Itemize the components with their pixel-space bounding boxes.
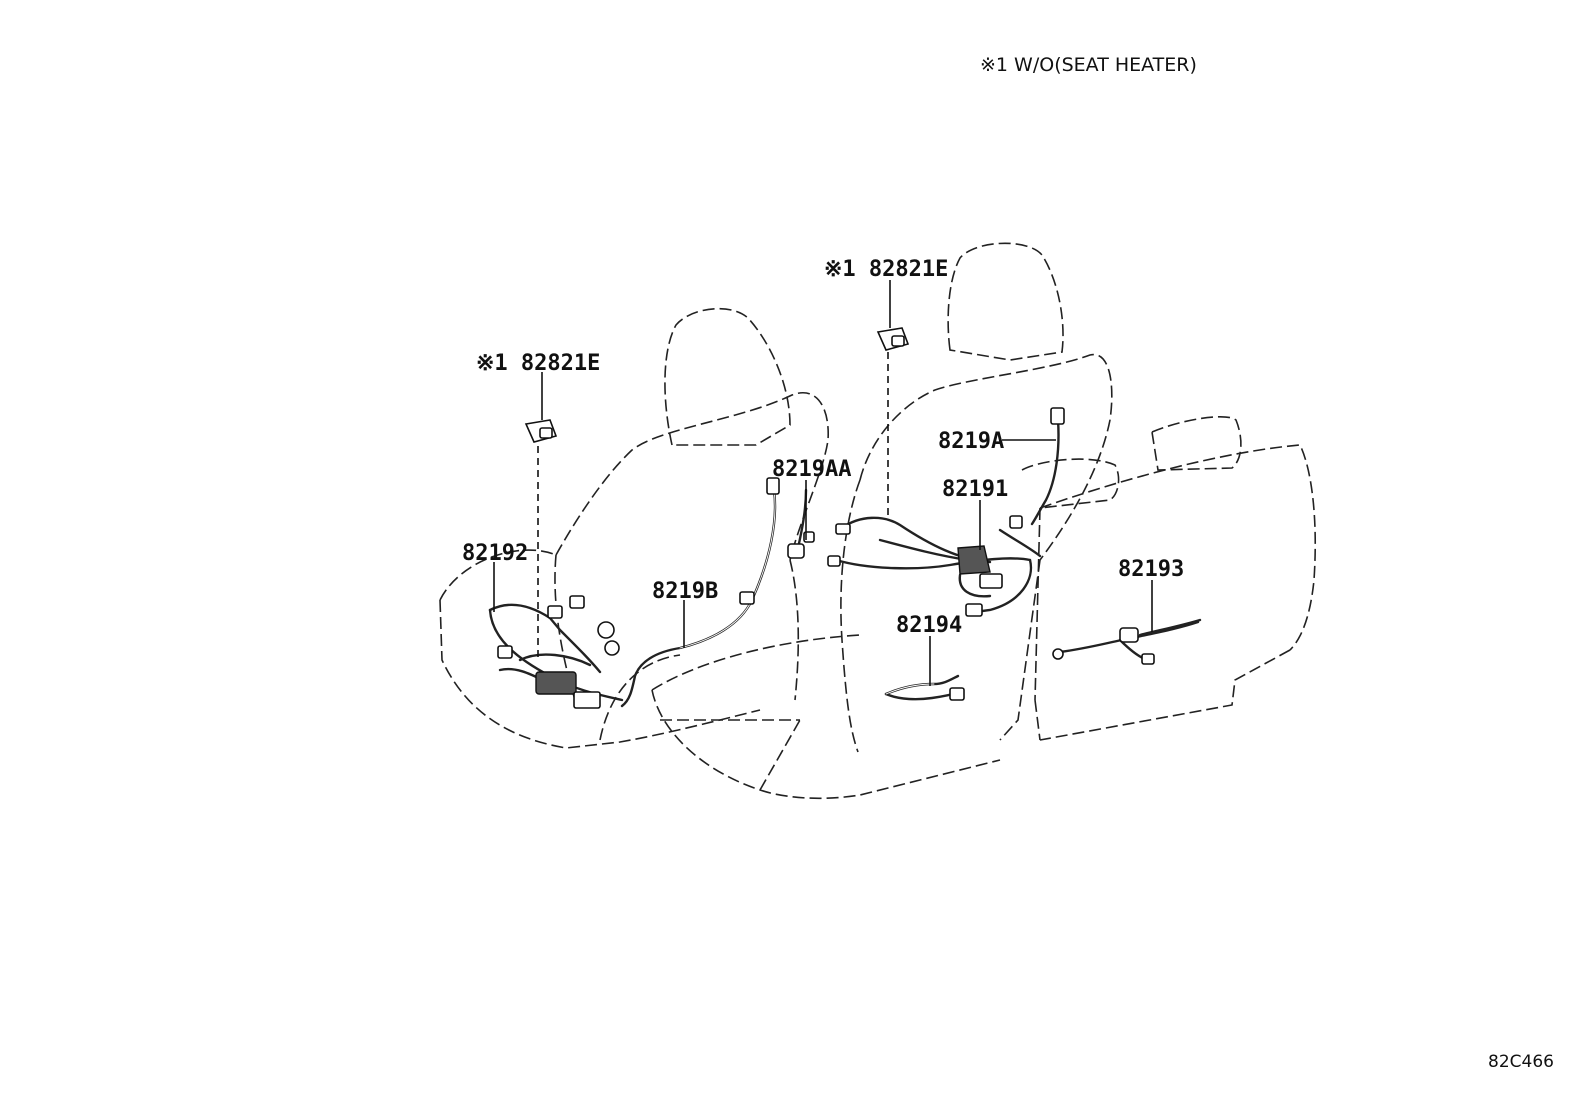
harness-8219A[interactable] xyxy=(1030,407,1065,526)
label-82192: 82192 xyxy=(462,541,528,566)
label-82194: 82194 xyxy=(896,613,962,638)
rear-bench-seat xyxy=(1021,415,1316,741)
label-82821E-center: ※1 82821E xyxy=(824,257,948,282)
label-82821E-left: ※1 82821E xyxy=(476,351,600,376)
harness-82193[interactable] xyxy=(1052,618,1202,665)
clip-82821E-left[interactable] xyxy=(524,419,558,443)
label-82193: 82193 xyxy=(1118,557,1184,582)
harness-82192[interactable] xyxy=(488,595,624,709)
harness-82191[interactable] xyxy=(827,515,1042,617)
clip-82821E-center[interactable] xyxy=(876,327,910,351)
leader-lines xyxy=(493,280,1153,686)
harness-82194[interactable] xyxy=(884,674,965,701)
footnote-seat-heater: ※1 W/O(SEAT HEATER) xyxy=(980,54,1197,76)
label-8219B: 8219B xyxy=(652,579,718,604)
label-8219A: 8219A xyxy=(938,429,1004,454)
label-82191: 82191 xyxy=(942,477,1008,502)
diagram-code: 82C466 xyxy=(1488,1052,1554,1072)
center-seat xyxy=(651,242,1113,800)
harness-8219B[interactable] xyxy=(620,477,780,708)
label-8219AA: 8219AA xyxy=(772,457,851,482)
